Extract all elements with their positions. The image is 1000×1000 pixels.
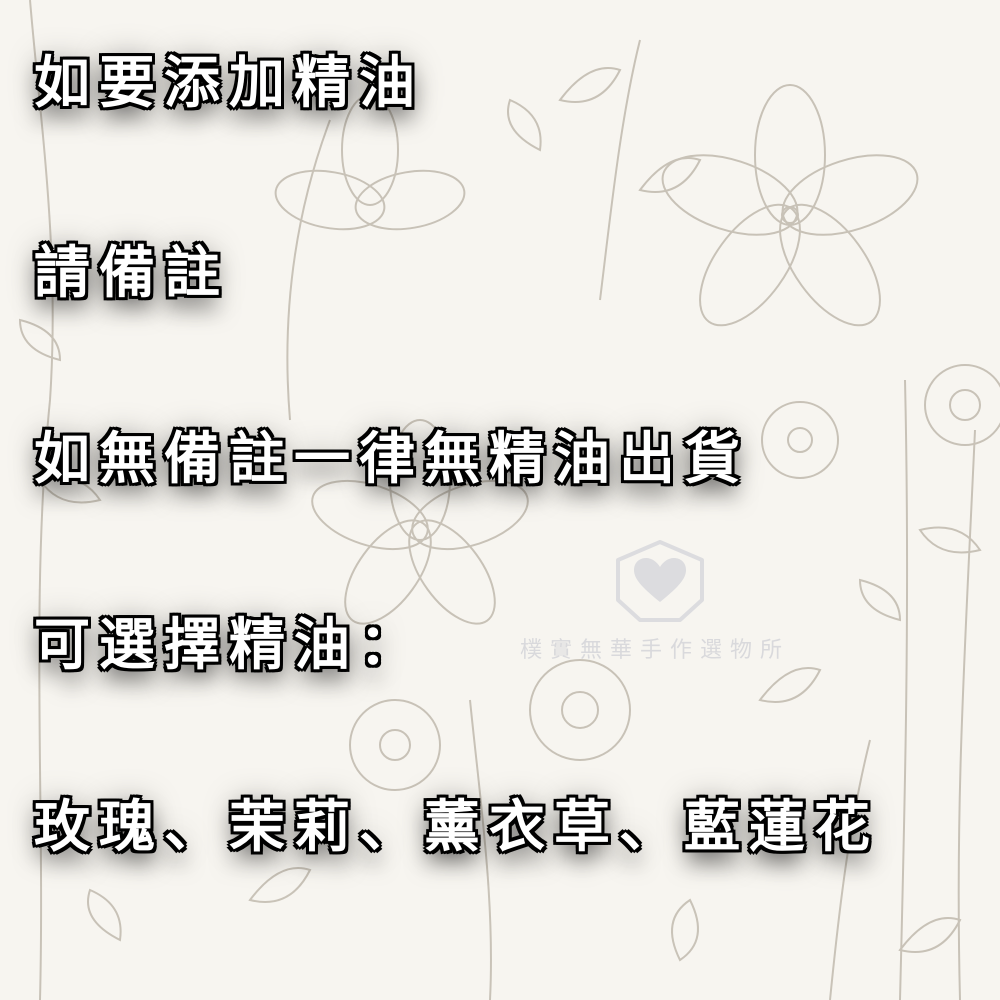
watermark-text: 樸實無華手作選物所: [520, 638, 791, 663]
heart-icon: [634, 558, 686, 602]
note-default-no-oil: 如無備註一律無精油出貨: [34, 427, 749, 492]
note-please-remark: 請備註: [34, 241, 229, 306]
oil-options-list: 玫瑰、茉莉、薰衣草、藍蓮花: [34, 795, 879, 860]
label-oil-options: 可選擇精油：: [34, 613, 424, 678]
watermark-logo: [616, 540, 704, 622]
heading-add-essential-oil: 如要添加精油: [34, 51, 424, 116]
